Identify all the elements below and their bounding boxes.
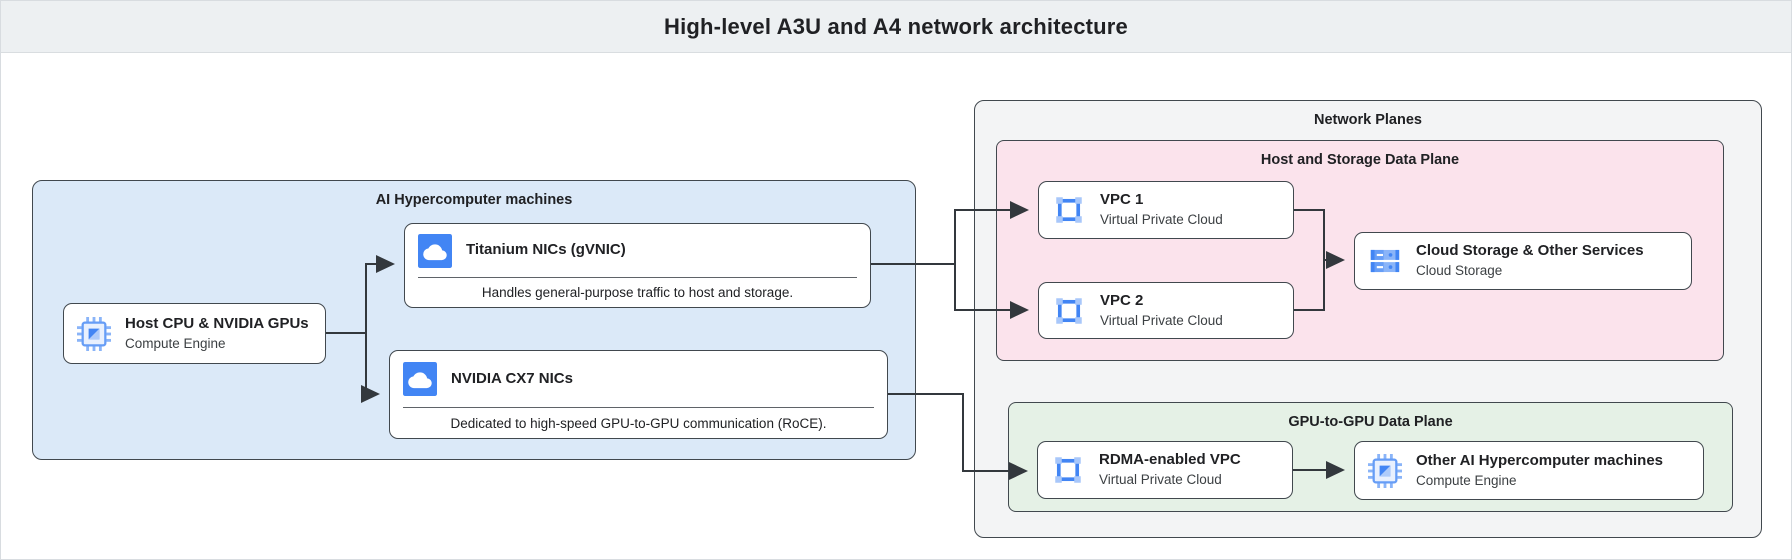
node-description: Dedicated to high-speed GPU-to-GPU commu… [450,415,827,431]
node-rdma-vpc: RDMA-enabled VPC Virtual Private Cloud [1037,441,1293,499]
node-titanium-nics: Titanium NICs (gVNIC) Handles general-pu… [404,223,871,308]
container-label: Host and Storage Data Plane [1260,152,1460,168]
vpc-icon [1056,297,1082,324]
node-title: VPC 2 [1100,291,1144,309]
node-text: Host CPU & NVIDIA GPUs Compute Engine [125,315,309,352]
container-label: GPU-to-GPU Data Plane [1288,414,1453,430]
divider [403,407,874,408]
page-title: High-level A3U and A4 network architectu… [664,13,1128,39]
node-text: RDMA-enabled VPC Virtual Private Cloud [1099,451,1241,488]
cloud-icon [418,233,452,268]
node-text: VPC 2 Virtual Private Cloud [1100,292,1223,329]
node-title: Cloud Storage & Other Services [1416,242,1644,260]
node-title: NVIDIA CX7 NICs [451,369,573,387]
node-cloud-storage: Cloud Storage & Other Services Cloud Sto… [1354,232,1692,290]
node-subtitle: Compute Engine [1416,472,1517,488]
node-subtitle: Cloud Storage [1416,263,1503,279]
node-subtitle: Compute Engine [125,335,226,351]
container-label: Network Planes [1314,112,1422,128]
vpc-icon [1056,197,1082,223]
node-text: Cloud Storage & Other Services Cloud Sto… [1416,242,1644,279]
node-subtitle: Virtual Private Cloud [1099,472,1222,488]
node-vpc2: VPC 2 Virtual Private Cloud [1038,282,1294,339]
node-other-ai-machines: Other AI Hypercomputer machines Compute … [1354,441,1704,500]
node-description: Handles general-purpose traffic to host … [481,285,794,300]
node-title: RDMA-enabled VPC [1099,451,1241,469]
node-text: Other AI Hypercomputer machines Compute … [1416,452,1663,489]
compute-engine-icon [1368,453,1402,488]
container-label: AI Hypercomputer machines [375,192,573,208]
node-title: Titanium NICs (gVNIC) [466,241,626,259]
node-host-cpu-gpus: Host CPU & NVIDIA GPUs Compute Engine [63,303,326,364]
cloud-icon [403,362,437,396]
node-header: NVIDIA CX7 NICs [390,351,887,407]
compute-engine-icon [77,316,111,351]
node-title: VPC 1 [1100,191,1144,209]
node-nvidia-cx7-nics: NVIDIA CX7 NICs Dedicated to high-speed … [389,350,888,439]
node-text: VPC 1 Virtual Private Cloud [1100,191,1223,228]
node-title: Host CPU & NVIDIA GPUs [125,314,309,332]
node-header: Titanium NICs (gVNIC) [405,224,870,277]
vpc-icon [1055,457,1081,483]
node-title: Other AI Hypercomputer machines [1416,451,1664,469]
cloud-storage-icon [1370,249,1400,273]
divider [418,277,857,278]
node-vpc1: VPC 1 Virtual Private Cloud [1038,181,1294,239]
node-subtitle: Virtual Private Cloud [1100,212,1223,228]
node-subtitle: Virtual Private Cloud [1100,312,1223,328]
title-bar: High-level A3U and A4 network architectu… [1,1,1791,53]
